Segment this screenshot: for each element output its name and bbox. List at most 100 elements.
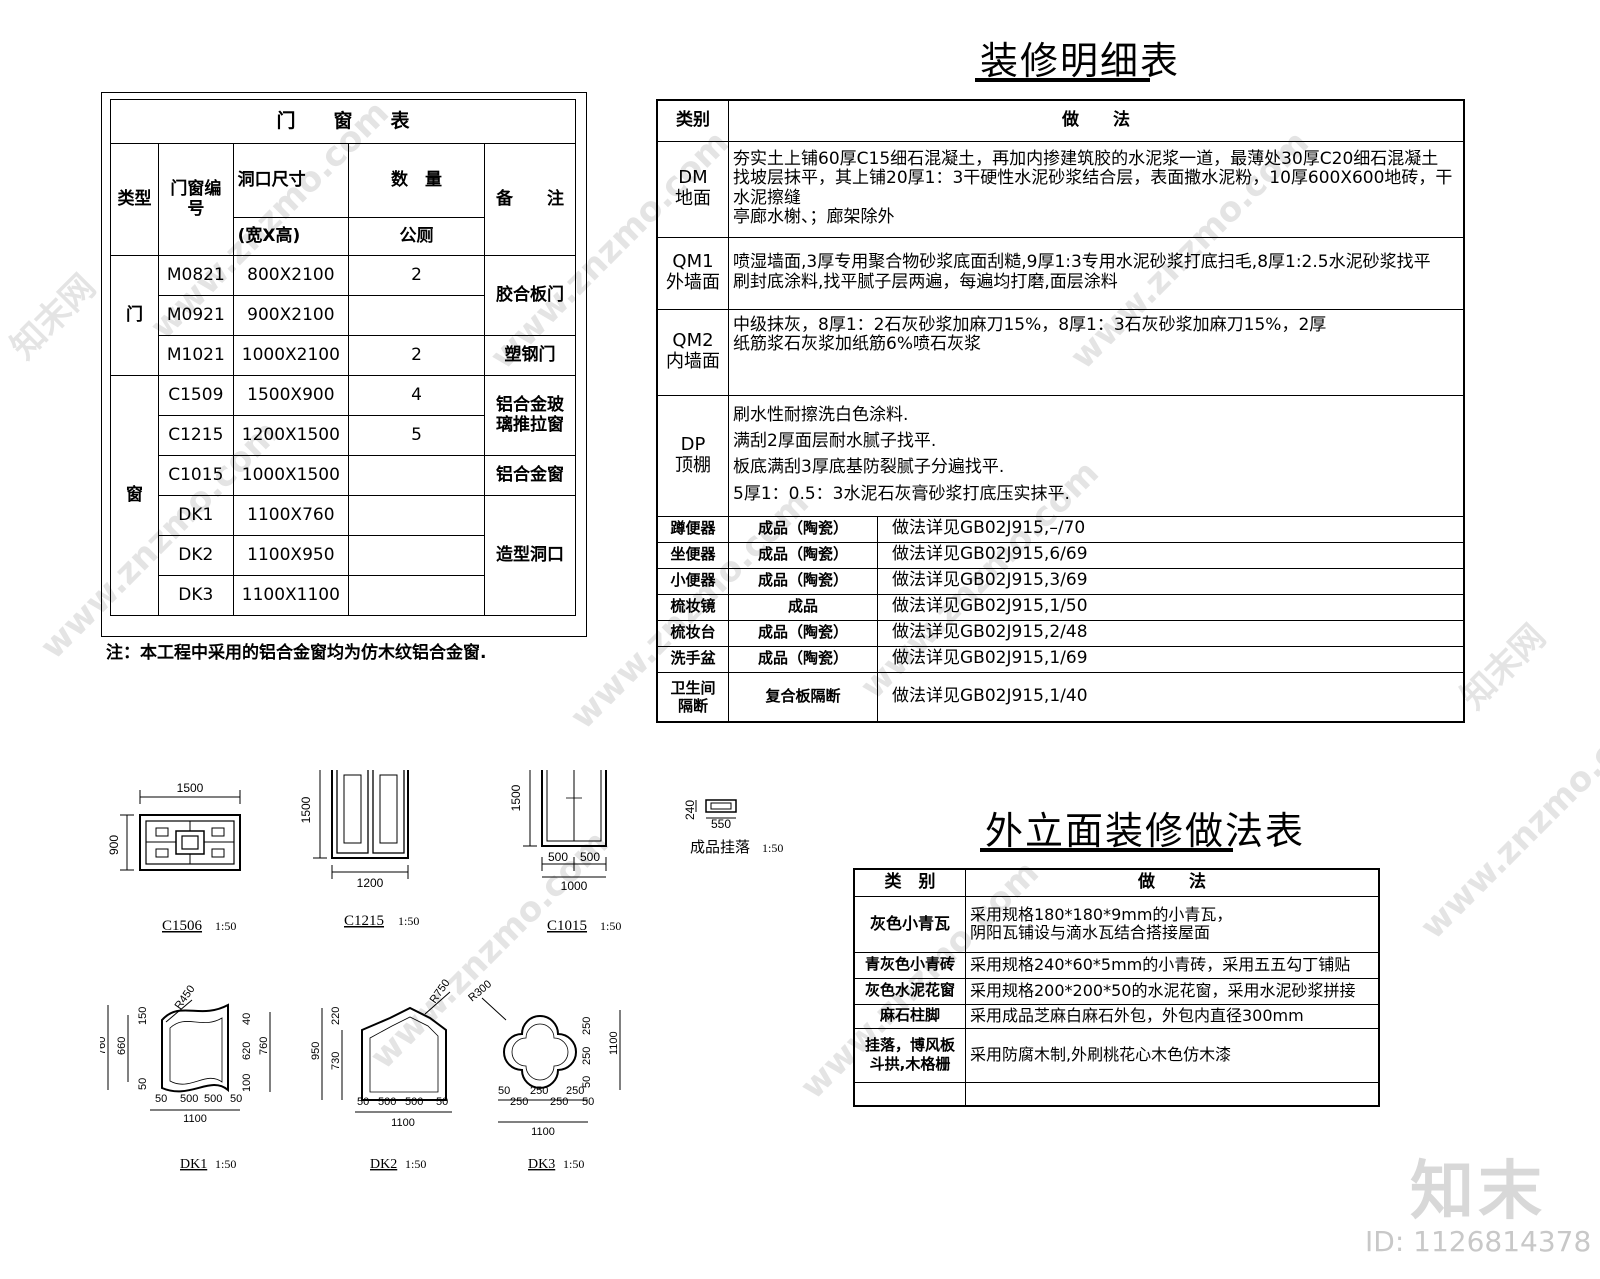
dim-label: 660 bbox=[116, 1037, 128, 1055]
dim-label: 50 bbox=[137, 1078, 149, 1090]
fixture-kind: 成品（陶瓷） bbox=[728, 567, 878, 595]
dim-label: 500 bbox=[405, 1096, 423, 1108]
col-size-subheader: (宽X高) bbox=[232, 217, 350, 256]
title-underline bbox=[975, 78, 1150, 82]
dim-label: 50 bbox=[581, 1076, 593, 1088]
row-code: C1015 bbox=[158, 455, 234, 496]
row-remark: 铝合金玻璃推拉窗 bbox=[484, 375, 576, 456]
row-remark: 塑钢门 bbox=[484, 335, 576, 376]
door-window-table-frame bbox=[101, 92, 587, 637]
finish-type: QM1 外墙面 bbox=[656, 236, 729, 310]
dim-label: 220 bbox=[330, 1007, 342, 1025]
fixture-ref: 做法详见GB02J915,6/69 bbox=[877, 541, 1465, 569]
dk1-drawing: R450 50 500 500 50 1100 760 660 150 50 4… bbox=[100, 983, 271, 1172]
finish-type: DM 地面 bbox=[656, 140, 729, 238]
col-remark-header: 备 注 bbox=[484, 143, 576, 256]
finish-line: 纸筋浆石灰浆加纸筋6%喷石灰浆 bbox=[733, 334, 981, 355]
finish-table: 类别 做 法 DM 地面 夯实土上铺60厚C15细石混凝土，再加内掺建筑胶的水泥… bbox=[656, 99, 1465, 723]
drawing-scale: 1:50 bbox=[762, 841, 783, 855]
dim-label: 250 bbox=[566, 1085, 584, 1097]
fixture-kind: 成品（陶瓷） bbox=[728, 645, 878, 673]
row-qty: 2 bbox=[348, 255, 486, 296]
finish-line: 亭廊水榭、；廊架除外 bbox=[733, 207, 895, 228]
dim-label: 730 bbox=[330, 1052, 342, 1070]
dim-label: 250 bbox=[581, 1017, 593, 1035]
dim-label: 760 bbox=[100, 1037, 108, 1055]
fixture-name: 梳妆镜 bbox=[656, 593, 729, 621]
drawing-label: DK3 bbox=[528, 1157, 555, 1172]
drawing-label: C1015 bbox=[547, 918, 587, 934]
facade-col-method: 做 法 bbox=[965, 868, 1380, 897]
row-code: M0821 bbox=[158, 255, 234, 296]
row-size: 900X2100 bbox=[232, 295, 350, 336]
row-qty bbox=[348, 495, 486, 536]
facade-line: 采用规格180*180*9mm的小青瓦， bbox=[970, 904, 1233, 924]
row-code: DK3 bbox=[158, 575, 234, 616]
drawing-label: C1215 bbox=[344, 913, 384, 929]
drawing-scale: 1:50 bbox=[563, 1157, 584, 1171]
fixture-ref: 做法详见GB02J915,2/48 bbox=[877, 619, 1465, 647]
dim-label: 550 bbox=[711, 817, 731, 831]
fixture-ref: 做法详见GB02J915,1/50 bbox=[877, 593, 1465, 621]
fixture-ref: 做法详见GB02J915,1/40 bbox=[877, 671, 1465, 723]
fixture-name: 小便器 bbox=[656, 567, 729, 595]
facade-type: 灰色小青瓦 bbox=[853, 895, 966, 953]
drawing-scale: 1:50 bbox=[398, 914, 419, 928]
row-size: 1000X2100 bbox=[232, 335, 350, 376]
c1506-drawing: 1500 900 C1506 1:50 bbox=[107, 781, 241, 934]
finish-line: 夯实土上铺60厚C15细石混凝土，再加内掺建筑胶的水泥浆一道，最薄处30厚C20… bbox=[733, 148, 1439, 169]
dim-label: 1100 bbox=[391, 1117, 415, 1129]
drawing-scale: 1:50 bbox=[215, 1157, 236, 1171]
elevation-drawings: 1500 900 C1506 1:50 1500 1200 C1215 1:50… bbox=[100, 770, 783, 1172]
finish-line: 找坡层抹平，其上铺20厚1：3干硬性水泥砂浆结合层，表面撒水泥粉，10厚600X… bbox=[733, 168, 1453, 208]
fixture-ref: 做法详见GB02J915,–/70 bbox=[877, 515, 1465, 543]
dim-label: 250 bbox=[550, 1096, 568, 1108]
row-code: C1215 bbox=[158, 415, 234, 456]
dim-label: 900 bbox=[107, 835, 121, 855]
row-size: 1100X760 bbox=[232, 495, 350, 536]
dim-label: 50 bbox=[155, 1093, 167, 1105]
dk2-drawing: R750 50 500 500 50 1100 950 730 220 DK2 … bbox=[310, 977, 453, 1172]
facade-line: 采用成品芝麻白麻石外包，外包内直径300mm bbox=[965, 1003, 1380, 1029]
dim-label: 1100 bbox=[183, 1113, 207, 1125]
row-remark: 造型洞口 bbox=[484, 495, 576, 616]
dim-label: 50 bbox=[230, 1093, 242, 1105]
facade-line: 阴阳瓦铺设与滴水瓦结合搭接屋面 bbox=[970, 923, 1211, 942]
dim-label: 500 bbox=[548, 850, 568, 864]
dim-label: 100 bbox=[241, 1074, 253, 1092]
dim-label: 40 bbox=[241, 1013, 253, 1025]
row-size: 1500X900 bbox=[232, 375, 350, 416]
col-type-header: 类型 bbox=[109, 143, 160, 256]
dim-label: 50 bbox=[582, 1096, 594, 1108]
drawing-scale: 1:50 bbox=[405, 1157, 426, 1171]
row-code: M1021 bbox=[158, 335, 234, 376]
finish-type: DP 顶棚 bbox=[656, 394, 729, 517]
facade-table-title: 外立面装修做法表 bbox=[985, 809, 1306, 853]
image-id-label: ID: 1126814378 bbox=[1365, 1225, 1592, 1258]
row-size: 1200X1500 bbox=[232, 415, 350, 456]
dim-label: 250 bbox=[581, 1047, 593, 1065]
drawing-label: DK1 bbox=[180, 1157, 207, 1172]
drawing-label: C1506 bbox=[162, 918, 203, 934]
facade-empty-cell bbox=[853, 1081, 966, 1107]
row-size: 1100X950 bbox=[232, 535, 350, 576]
finish-col-type: 类别 bbox=[656, 99, 729, 142]
facade-col-type: 类 别 bbox=[853, 868, 966, 897]
drawing-scale: 1:50 bbox=[600, 919, 621, 933]
dim-label: 1100 bbox=[531, 1126, 555, 1138]
col-size-header: 洞口尺寸 bbox=[232, 143, 350, 218]
row-qty bbox=[348, 575, 486, 616]
dim-label: 950 bbox=[310, 1042, 322, 1060]
drawing-label: 成品挂落 bbox=[690, 839, 750, 856]
dim-label: 1200 bbox=[357, 876, 384, 890]
col-code-header: 门窗编号 bbox=[158, 143, 234, 256]
row-code: DK1 bbox=[158, 495, 234, 536]
finish-line: 满刮2厚面层耐水腻子找平. bbox=[733, 430, 937, 451]
row-qty: 2 bbox=[348, 335, 486, 376]
group-window: 窗 bbox=[109, 375, 160, 616]
row-code: DK2 bbox=[158, 535, 234, 576]
dim-label: R750 bbox=[428, 977, 453, 1005]
dim-label: 50 bbox=[357, 1096, 369, 1108]
row-qty bbox=[348, 535, 486, 576]
facade-table: 类 别 做 法 灰色小青瓦 采用规格180*180*9mm的小青瓦， 阴阳瓦铺设… bbox=[853, 868, 1380, 1107]
